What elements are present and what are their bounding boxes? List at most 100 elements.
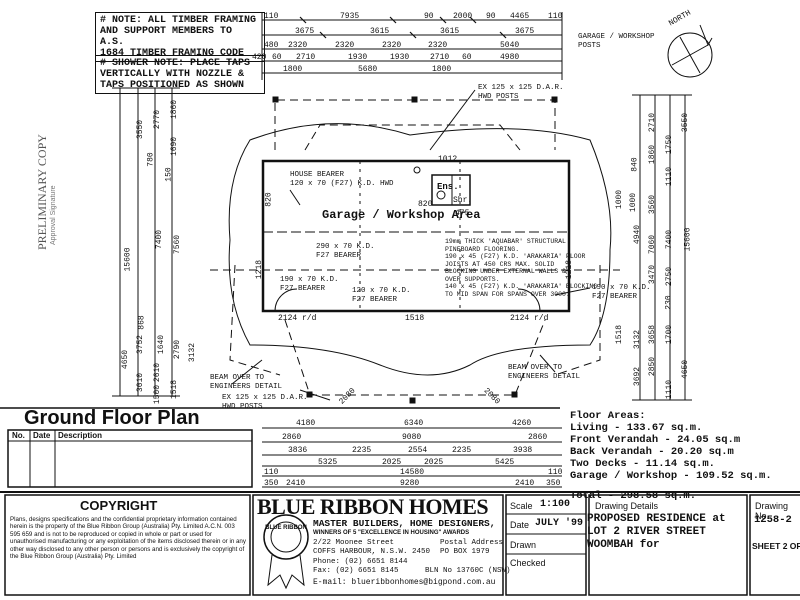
dim: 5680	[358, 65, 378, 74]
dim: 1518	[615, 324, 625, 345]
spec-line: PINEBOARD FLOORING.	[445, 245, 520, 253]
dim: 110	[548, 12, 563, 21]
dim: 4465	[510, 12, 530, 21]
dim: 4650	[681, 359, 691, 380]
dim: 9080	[402, 433, 422, 442]
dim: 2710	[648, 112, 658, 133]
dim: 2770	[153, 109, 163, 130]
posts-bottom-label: EX 125 x 125 D.A.R. HWD POSTS	[222, 394, 308, 411]
details-line: LOT 2 RIVER STREET	[587, 526, 706, 538]
dim: 2320	[288, 41, 308, 50]
dim: 1700	[665, 324, 675, 345]
dim: 1930	[390, 53, 410, 62]
dim: 3675	[515, 27, 535, 36]
dim: 2710	[296, 53, 316, 62]
dim: 2124 r/d	[510, 314, 549, 323]
shower-note: # SHOWER NOTE: PLACE TAPS VERTICALLY WIT…	[95, 55, 265, 94]
area-row: Back Verandah - 20.20 sq.m	[570, 446, 734, 458]
dim: 3615	[440, 27, 460, 36]
area-row: Garage / Workshop - 109.52 sq.m.	[570, 470, 772, 482]
dim: 1518	[405, 314, 425, 323]
house-bearer-label: HOUSE BEARER 120 x 70 (F27) K.D. HWD	[290, 171, 394, 188]
dim: 2025	[382, 458, 402, 467]
dim: 3658	[648, 324, 658, 345]
scale-value: 1:100	[540, 499, 571, 510]
dim: 2320	[335, 41, 355, 50]
label-line: 120 x 70 (F27) K.D. HWD	[290, 179, 394, 188]
dim: 2235	[452, 446, 472, 455]
label-line: F27 BEARER	[316, 251, 362, 260]
posts-label-line: POSTS	[578, 41, 601, 50]
dim: 230	[664, 295, 674, 310]
dim: 150	[164, 167, 174, 182]
dim: 6340	[404, 419, 424, 428]
label-line: BEAM OVER TO	[210, 374, 265, 382]
label-line: 190 x 70 K.D.	[280, 276, 339, 284]
area-row: Front Verandah - 24.05 sq.m	[570, 434, 741, 446]
spec-line: JOISTS AT 450 CRS MAX. SOLID	[445, 260, 555, 268]
company-email: E-mail: blueribbonhomes@bigpond.com.au	[313, 578, 496, 587]
sheet-number: SHEET 2 OF	[752, 541, 800, 551]
dim: 7560	[173, 234, 183, 255]
dim: 2860	[282, 433, 302, 442]
dim: 7060	[648, 234, 658, 255]
rev-header-description: Description	[58, 431, 103, 440]
dim: 110	[548, 468, 563, 477]
dim: 4260	[512, 419, 532, 428]
dim: 2410	[286, 479, 306, 488]
dim: 1518	[170, 379, 180, 400]
label-line: F27 BEARER	[592, 292, 638, 301]
stamp-subline: Approval Signature	[50, 185, 57, 245]
spec-line: 140 x 45 (F27) K.D. 'ARAKARIA' BLOCKING	[445, 283, 598, 290]
spec-line: BLOCKING UNDER EXTERNAL WALLS &	[445, 268, 566, 275]
dim: 1860	[170, 99, 180, 120]
dim: 2410	[515, 479, 535, 488]
dim: 480	[264, 41, 279, 50]
label-line: F27 BEARER	[352, 295, 398, 304]
dim: 868	[137, 315, 147, 330]
dim: 2610	[153, 362, 163, 383]
postal-address: PO BOX 1979	[440, 548, 490, 556]
dim: 110	[264, 468, 279, 477]
dim: 420	[252, 53, 267, 62]
dim: 2025	[424, 458, 444, 467]
dim: 4980	[500, 53, 520, 62]
bearer-120-label: 120 x 70 K.D. F27 BEARER	[352, 287, 411, 304]
dim: 3836	[288, 446, 308, 455]
scale-label: Scale	[510, 501, 533, 511]
page-title: Ground Floor Plan	[24, 407, 200, 429]
label-line: HOUSE BEARER	[290, 171, 345, 179]
postal-label: Postal Address	[440, 539, 504, 547]
dim: 2235	[352, 446, 372, 455]
dim: 15600	[683, 227, 693, 252]
dim: 1110	[665, 166, 675, 187]
dim: 1218	[255, 259, 265, 280]
ensuite-label: Ens.	[437, 182, 459, 192]
spec-line: 190 x 45 (F27) K.D. 'ARAKARIA' FLOOR	[445, 253, 586, 260]
dim: 3550	[136, 119, 146, 140]
label-line: ENGINEERS DETAIL	[508, 372, 581, 381]
company-tagline: MASTER BUILDERS, HOME DESIGNERS,	[313, 518, 496, 529]
label-line: EX 125 x 125 D.A.R.	[222, 394, 308, 402]
beam-right-label: BEAM OVER TO ENGINEERS DETAIL	[508, 364, 580, 381]
shower-note-line: VERTICALLY WITH NOZZLE &	[100, 69, 245, 80]
dim: 350	[264, 479, 279, 488]
rev-header-date: Date	[33, 431, 51, 440]
dim: 3132	[633, 329, 643, 350]
dim: 1860	[648, 144, 658, 165]
areas-heading: Floor Areas:	[570, 410, 646, 422]
label-line: EX 125 x 125 D.A.R.	[478, 84, 564, 92]
drawn-label: Drawn	[510, 540, 537, 550]
beam-left-label: BEAM OVER TO ENGINEERS DETAIL	[210, 374, 282, 391]
dim: 2554	[408, 446, 428, 455]
bearer-290-label: 290 x 70 K.D. F27 BEARER	[316, 243, 375, 260]
dim: 1690	[170, 136, 180, 157]
timber-note-line: # NOTE: ALL TIMBER FRAMING	[100, 15, 257, 26]
timber-note-line: AND SUPPORT MEMBERS TO A.S.	[100, 26, 233, 48]
dim: 110	[264, 12, 279, 21]
posts-top-label: EX 125 x 125 D.A.R. HWD POSTS	[478, 84, 564, 101]
company-seal: BLUE RIBBON	[265, 525, 307, 531]
checked-label: Checked	[510, 558, 546, 568]
dim: 60	[462, 53, 472, 62]
